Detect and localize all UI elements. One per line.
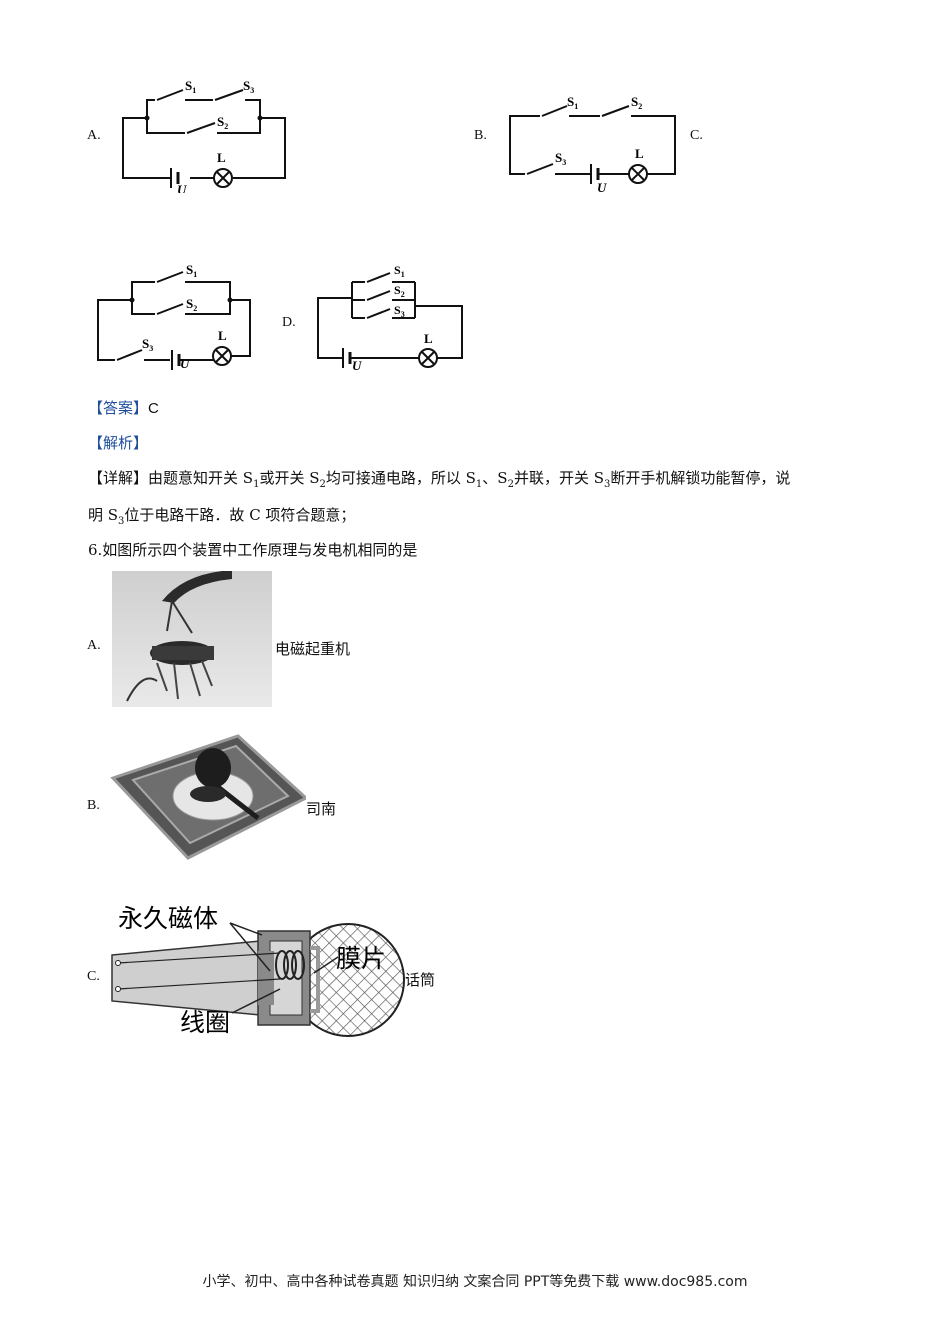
option-c-label: C. bbox=[690, 128, 703, 143]
page-footer: 小学、初中、高中各种试卷真题 知识归纳 文案合同 PPT等免费下载 www.do… bbox=[202, 1274, 748, 1290]
label-s2: S2 bbox=[186, 296, 197, 313]
option-d-label: D. bbox=[282, 315, 296, 330]
circuit-diagram-b: S1 S2 S3 L U bbox=[509, 94, 676, 192]
label-battery: U bbox=[177, 182, 187, 193]
label-lamp: L bbox=[217, 150, 226, 165]
question-6-stem: 6.如图所示四个装置中工作原理与发电机相同的是 bbox=[88, 541, 418, 559]
label-battery: U bbox=[180, 356, 190, 370]
label-s2: S2 bbox=[394, 283, 405, 299]
detail-paragraph: 【详解】由题意知开关 S1或开关 S2均可接通电路，所以 S1、S2并联，开关 … bbox=[88, 469, 791, 490]
microphone-diagram: 永久磁体 膜片 线圈 bbox=[111, 905, 405, 1037]
q6-option-c-label: C. bbox=[87, 969, 100, 984]
label-s2: S2 bbox=[631, 94, 642, 111]
label-lamp: L bbox=[424, 331, 433, 346]
detail-tag: 【详解】 bbox=[88, 469, 149, 487]
label-s3: S3 bbox=[555, 150, 566, 167]
q6-option-a-label: A. bbox=[87, 638, 101, 653]
label-s1: S1 bbox=[186, 262, 197, 279]
option-a-label: A. bbox=[87, 128, 101, 143]
answer-tag: 【答案】 bbox=[88, 399, 149, 417]
answer-value: C bbox=[148, 400, 159, 417]
q6-option-b-label: B. bbox=[87, 798, 100, 813]
option-b-label: B. bbox=[474, 128, 487, 143]
label-battery: U bbox=[352, 358, 362, 373]
label-battery: U bbox=[597, 180, 607, 192]
label-permanent-magnet: 永久磁体 bbox=[118, 905, 218, 933]
sinan-compass-image bbox=[110, 734, 306, 860]
label-s2: S2 bbox=[217, 114, 228, 131]
q6-option-a-caption: 电磁起重机 bbox=[275, 640, 351, 658]
label-s1: S1 bbox=[567, 94, 578, 111]
label-s3: S3 bbox=[142, 336, 153, 353]
label-lamp: L bbox=[635, 146, 644, 161]
label-s1: S1 bbox=[185, 78, 196, 95]
q6-option-b-caption: 司南 bbox=[306, 800, 337, 818]
electromagnetic-crane-image bbox=[112, 571, 272, 707]
q6-option-c-caption: 话筒 bbox=[405, 971, 436, 989]
circuit-diagram-c: S1 S2 S3 L U bbox=[97, 262, 251, 370]
label-coil: 线圈 bbox=[180, 1009, 230, 1037]
label-s3: S3 bbox=[243, 78, 254, 95]
label-diaphragm: 膜片 bbox=[336, 945, 386, 973]
answer-line: 【答案】C bbox=[88, 397, 159, 418]
label-s3: S3 bbox=[394, 303, 405, 319]
circuit-diagram-d: S1 S2 S3 L U bbox=[317, 263, 463, 373]
label-lamp: L bbox=[218, 328, 227, 343]
label-s1: S1 bbox=[394, 263, 405, 279]
analysis-tag: 【解析】 bbox=[88, 434, 149, 452]
detail-line-2: 明 S3位于电路干路．故 C 项符合题意； bbox=[88, 506, 356, 527]
circuit-diagram-a: S1 S3 S2 L U bbox=[122, 78, 286, 193]
